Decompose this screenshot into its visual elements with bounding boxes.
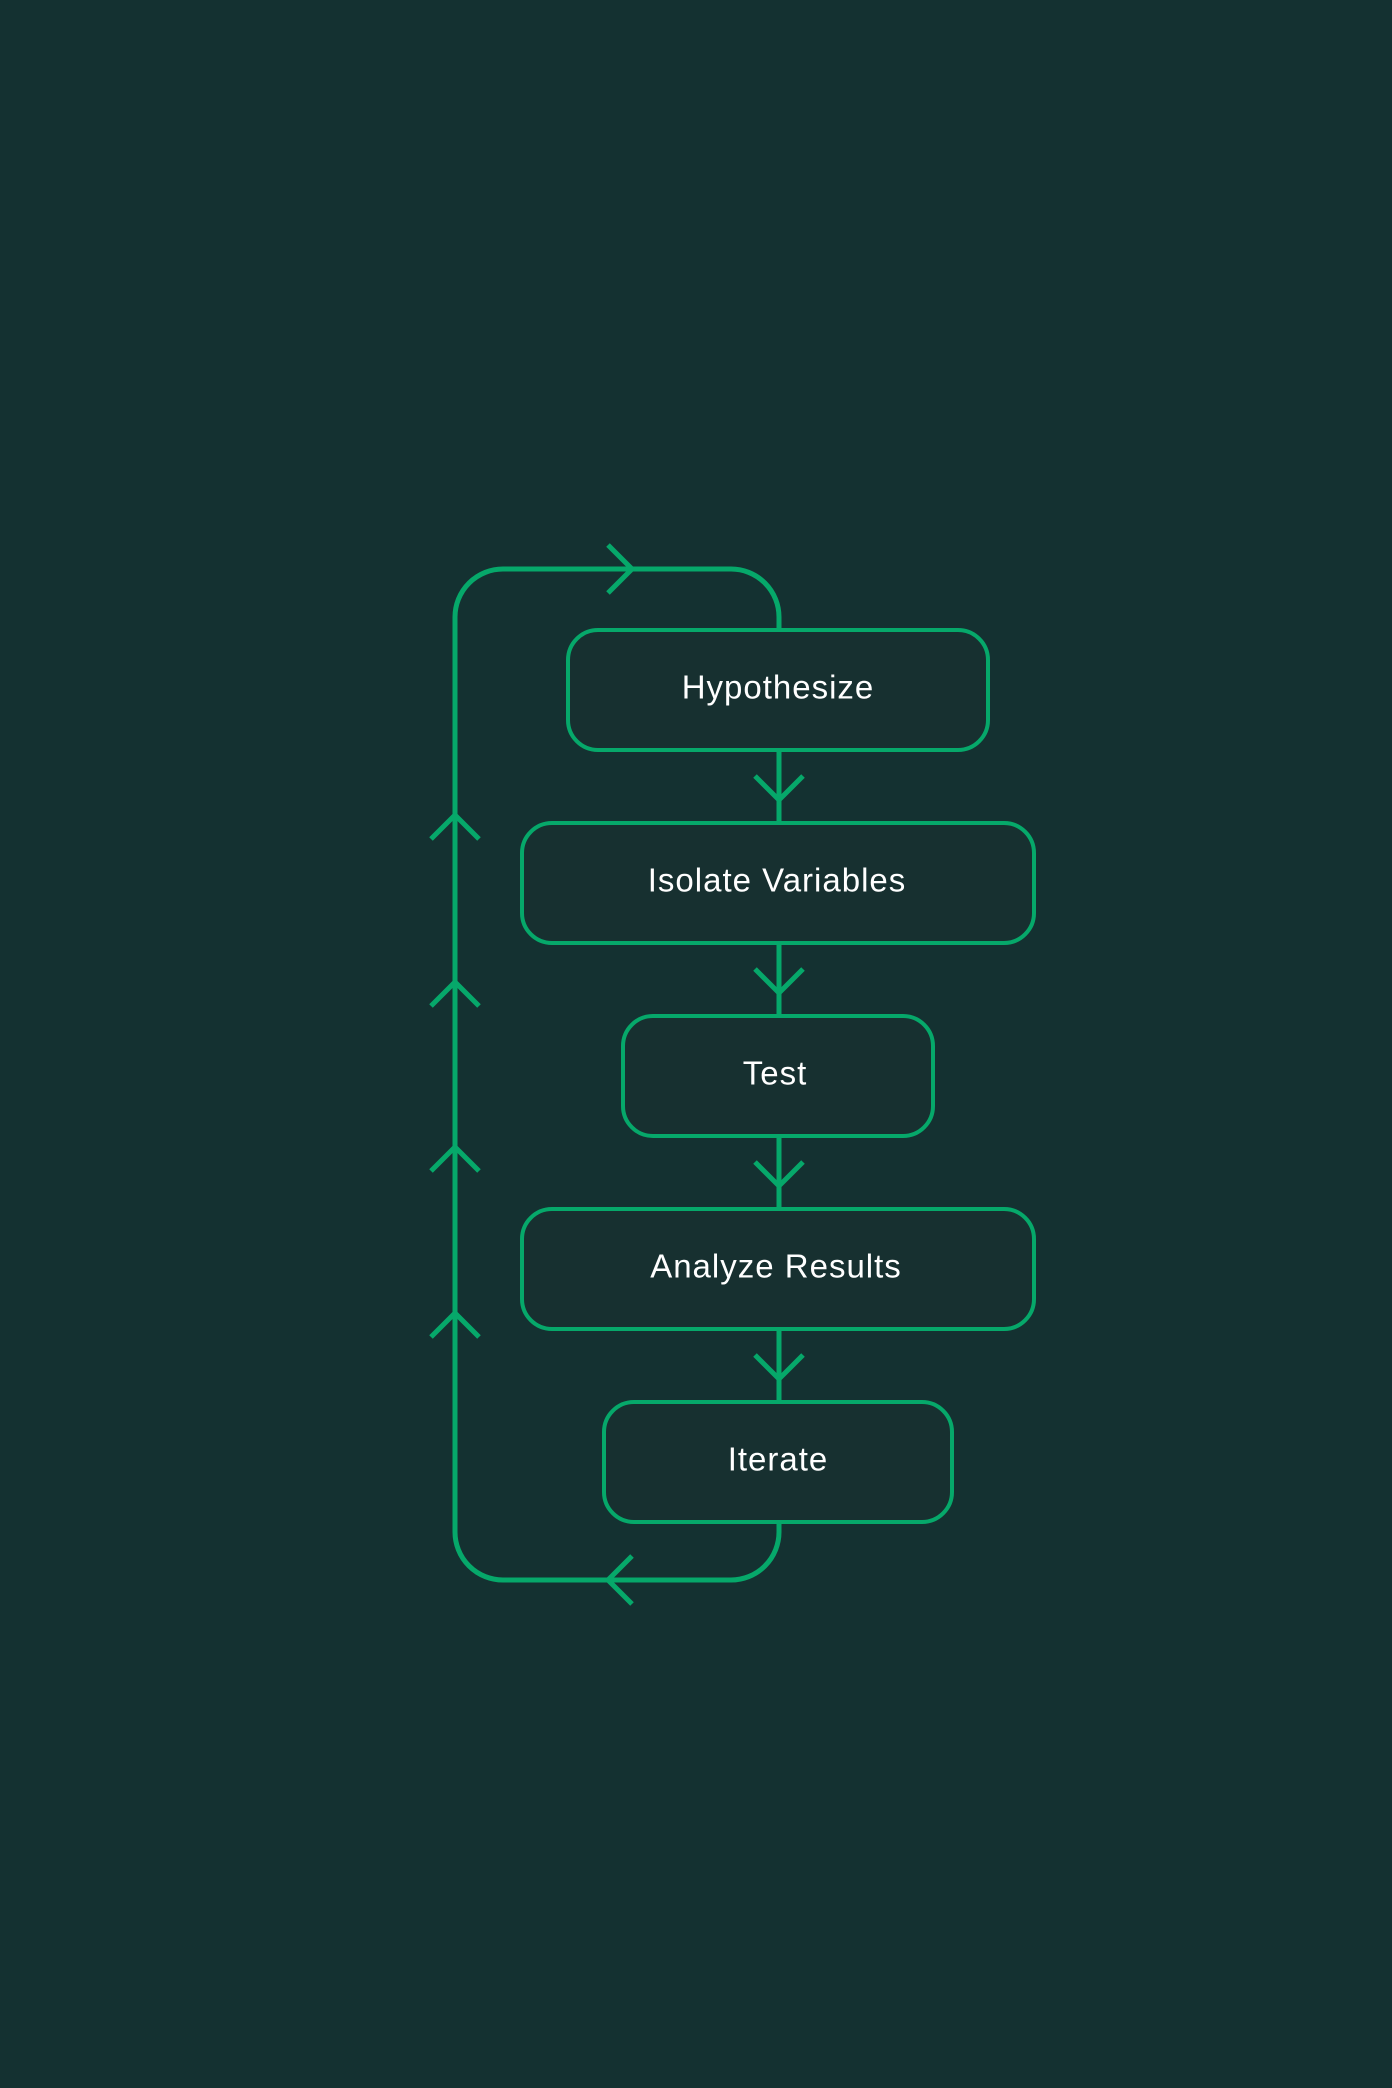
step-test: Test bbox=[621, 1014, 935, 1138]
loop-chevron-up-icon bbox=[429, 978, 481, 1008]
chevron-down-icon bbox=[753, 774, 805, 804]
connector-hypothesize-to-isolate bbox=[753, 750, 805, 823]
feedback-loop-line bbox=[452, 566, 782, 1583]
loop-chevron-up-icon bbox=[429, 811, 481, 841]
step-isolate-variables: Isolate Variables bbox=[520, 821, 1036, 945]
connector-isolate-to-test bbox=[753, 943, 805, 1016]
step-label: Analyze Results bbox=[650, 1248, 902, 1285]
loop-arrow-bottom-icon bbox=[604, 1554, 634, 1606]
loop-chevron-up-icon bbox=[429, 1143, 481, 1173]
loop-chevron-up-icon bbox=[429, 1309, 481, 1339]
loop-arrow-top-icon bbox=[606, 543, 636, 595]
step-label: Hypothesize bbox=[682, 669, 875, 706]
connector-analyze-to-iterate bbox=[753, 1329, 805, 1402]
step-hypothesize: Hypothesize bbox=[566, 628, 990, 752]
step-label: Iterate bbox=[728, 1441, 829, 1478]
step-iterate: Iterate bbox=[602, 1400, 954, 1524]
chevron-down-icon bbox=[753, 1353, 805, 1383]
connector-test-to-analyze bbox=[753, 1136, 805, 1209]
step-label: Isolate Variables bbox=[648, 862, 907, 899]
step-analyze-results: Analyze Results bbox=[520, 1207, 1036, 1331]
chevron-down-icon bbox=[753, 967, 805, 997]
step-label: Test bbox=[743, 1055, 808, 1092]
chevron-down-icon bbox=[753, 1160, 805, 1190]
